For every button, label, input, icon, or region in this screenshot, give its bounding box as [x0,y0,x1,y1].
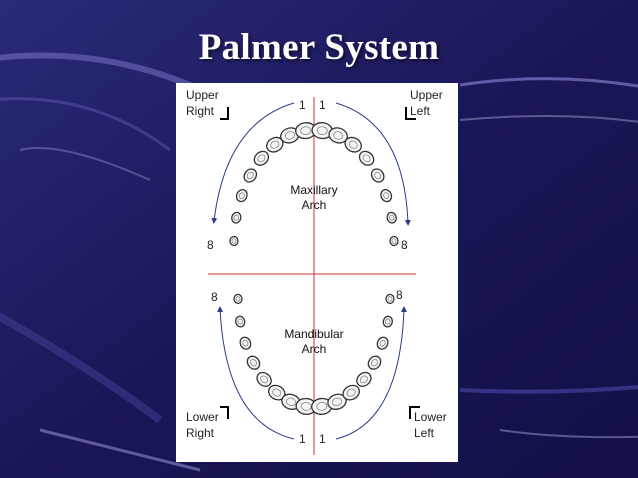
mandibular-tooth-detail [359,375,368,384]
maxillary-tooth [243,168,258,183]
mandibular-tooth-detail [260,375,269,384]
tooth-number-upper-left-8: 8 [401,238,408,252]
mandibular-tooth [239,336,252,350]
maxillary-tooth [231,211,242,224]
maxillary-tooth-detail [374,171,382,180]
maxillary-tooth-detail [231,238,237,244]
tooth-number-lower-left-8: 8 [396,288,403,302]
slide-title: Palmer System [198,27,440,68]
mandibular-tooth [233,293,243,305]
tooth-number-lower-left-1: 1 [319,432,326,446]
mandibular-tooth-detail [272,388,282,397]
mandibular-tooth-detail [242,339,249,347]
mandibular-tooth-detail [237,318,243,325]
mandibular-tooth-detail [250,359,257,367]
maxillary-tooth-detail [389,214,395,221]
maxillary-tooth-detail [333,131,344,140]
maxillary-tooth [344,136,362,153]
maxillary-tooth-detail [270,140,280,149]
mandibular-tooth-detail [235,296,241,302]
maxillary-tooth-detail [348,140,358,149]
mandibular-tooth-detail [346,388,356,397]
maxillary-tooth [229,235,239,247]
tooth-number-lower-right-8: 8 [211,290,218,304]
mandibular-tooth [385,293,395,305]
maxillary-teeth [229,122,399,247]
maxillary-tooth-detail [391,238,397,244]
tooth-number-upper-right-1: 1 [299,98,306,112]
maxillary-tooth [253,150,270,166]
maxillary-tooth-detail [362,154,371,163]
mandibular-tooth-detail [387,296,393,302]
upper-left-quadrant-mark [405,107,416,120]
maxillary-tooth-detail [383,192,390,199]
tooth-number-lower-right-1: 1 [299,432,306,446]
maxillary-tooth [380,189,393,203]
maxillary-tooth [235,189,248,203]
maxillary-tooth-detail [300,126,312,135]
maxillary-tooth-detail [257,154,266,163]
maxillary-tooth [389,235,399,247]
dental-arch-diagram [208,97,416,455]
mandibular-tooth [246,355,261,370]
maxillary-tooth-detail [246,171,254,180]
maxillary-tooth [386,211,397,224]
upper-right-arrow [211,102,295,224]
maxillary-tooth-detail [238,192,245,199]
mandibular-tooth [382,315,393,328]
mandibular-tooth [256,371,272,387]
maxillary-tooth-detail [316,126,328,135]
tooth-number-upper-right-8: 8 [207,238,214,252]
mandibular-tooth-detail [371,359,378,367]
lower-left-quadrant-mark [409,406,420,419]
mandibular-tooth [376,336,389,350]
upper-left-arrow [335,102,411,226]
mandibular-tooth [356,371,372,387]
mandibular-tooth [235,315,246,328]
lower-right-quadrant-mark [220,406,229,419]
lower-left-arrow [335,306,407,440]
mandibular-tooth [367,355,382,370]
maxillary-tooth [370,168,385,183]
maxillary-tooth-detail [284,131,295,140]
tooth-number-upper-left-1: 1 [319,98,326,112]
maxillary-tooth-detail [233,214,239,221]
mandibular-teeth [233,293,395,415]
maxillary-tooth [358,150,375,166]
mandibular-tooth [342,384,360,401]
mandibular-tooth-detail [286,397,296,406]
mandibular-tooth-detail [316,402,328,411]
upper-right-quadrant-mark [220,107,229,120]
lower-right-arrow [217,306,295,440]
mandibular-tooth-detail [379,339,386,347]
mandibular-tooth-detail [332,397,342,406]
mandibular-tooth-detail [385,318,391,325]
